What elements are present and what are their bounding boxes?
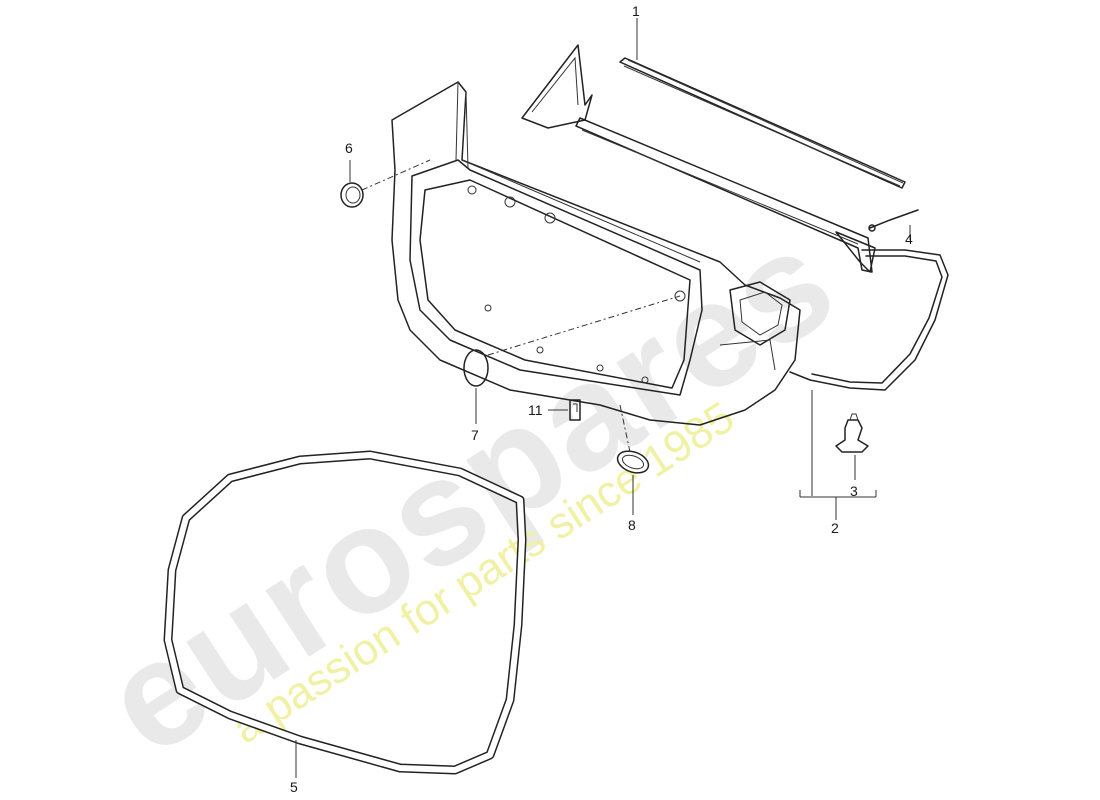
callout-2: 2	[831, 520, 839, 536]
callout-4: 4	[905, 231, 913, 247]
grommet-part-6	[340, 182, 364, 208]
callout-7: 7	[471, 427, 479, 443]
plug-part-7	[463, 349, 489, 387]
callout-labels: 1 2 3 4 5 6 7 8 11	[290, 3, 913, 795]
callout-1: 1	[632, 3, 640, 19]
plug-part-8	[616, 450, 650, 474]
clip-part-3	[835, 413, 869, 453]
door-frame	[391, 81, 801, 426]
door-seal-part-2	[789, 249, 949, 391]
callout-6: 6	[345, 140, 353, 156]
window-guide-rail	[521, 44, 876, 273]
callout-5: 5	[290, 779, 298, 795]
leader-lines	[295, 18, 911, 778]
window-strip-part-1	[619, 57, 906, 189]
pin-part-4	[868, 209, 919, 232]
callout-8: 8	[628, 517, 636, 533]
window-seal-part-5	[163, 450, 527, 775]
callout-3: 3	[850, 483, 858, 499]
clip-part-11	[569, 399, 581, 421]
callout-11: 11	[528, 402, 543, 418]
